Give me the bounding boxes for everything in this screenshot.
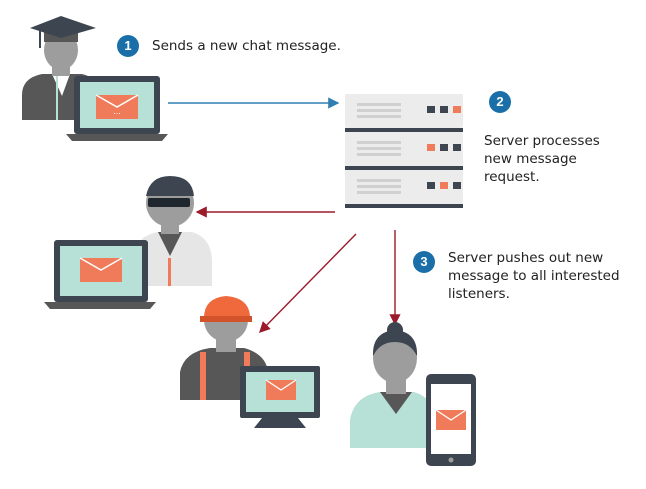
sunglasses-person-icon: [132, 176, 212, 286]
chat-envelope-icon: ...: [95, 94, 139, 119]
listener-1-laptop: [44, 240, 156, 309]
listener-2-monitor: [240, 366, 320, 428]
step-1-text: Sends a new chat message.: [152, 38, 341, 54]
listener-3-phone: [426, 374, 476, 466]
envelope-dots: ...: [113, 106, 121, 116]
arrow-server-to-listener-2: [259, 233, 357, 334]
server-stack-icon: [345, 94, 463, 208]
step-3-badge: 3: [413, 251, 435, 273]
step-1-badge: 1: [117, 35, 139, 57]
step-2-text: Server processes new message request.: [484, 133, 600, 185]
step-3-text: Server pushes out new message to all int…: [448, 250, 620, 302]
woman-with-phone-icon: [350, 322, 436, 448]
step-2-badge: 2: [489, 91, 511, 113]
